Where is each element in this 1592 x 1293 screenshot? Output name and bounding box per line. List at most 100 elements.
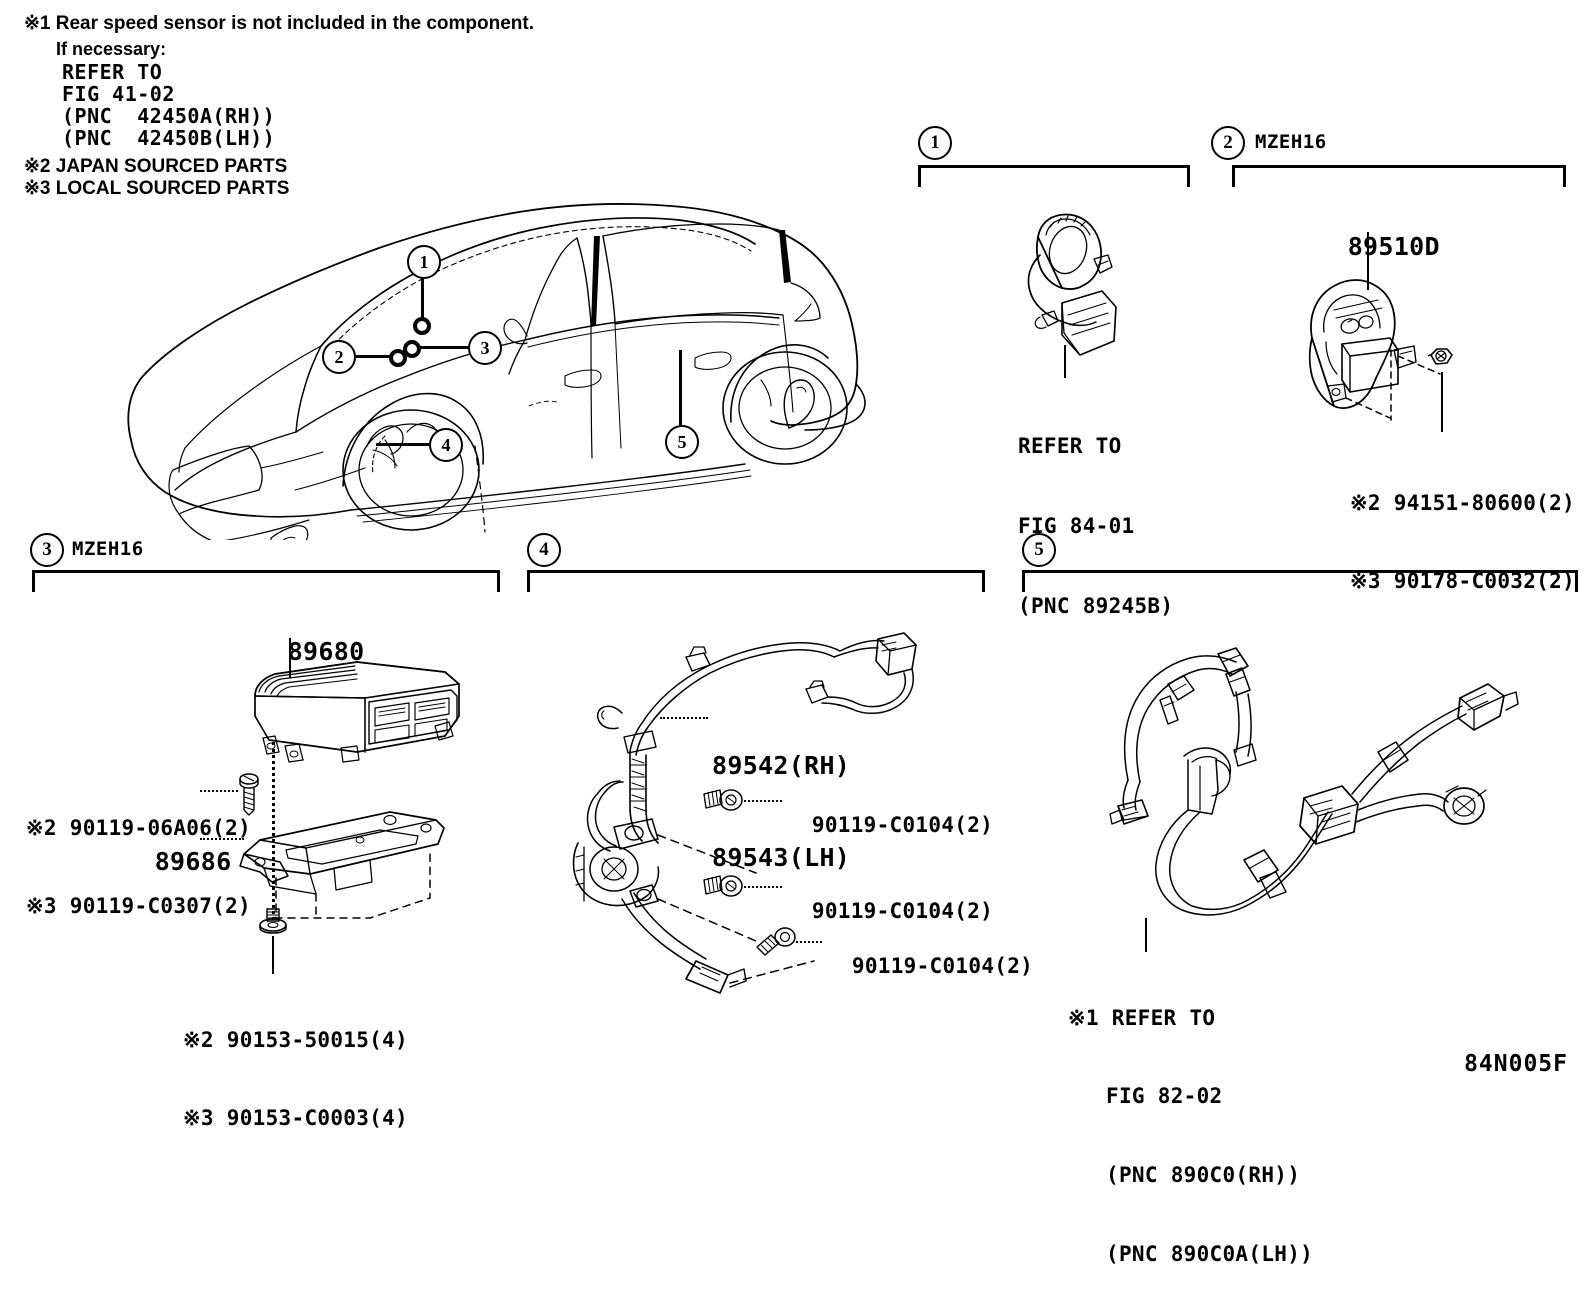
panel-1-number[interactable]: 1 <box>918 126 952 160</box>
panel-4-bolt-2-leader <box>744 886 782 888</box>
note-line: ※2 JAPAN SOURCED PARTS <box>24 156 288 177</box>
panel-4-bolt-1-number: 90119-C0104(2) <box>811 813 994 837</box>
panel-5-refer-line-4: (PNC 890C0A(LH)) <box>1106 1241 1314 1266</box>
callout-1-leader <box>421 275 424 323</box>
vehicle-callout-2[interactable]: 2 <box>322 340 356 374</box>
vehicle-callout-3[interactable]: 3 <box>468 331 502 365</box>
panel-3-bracket <box>32 570 500 592</box>
panel-1-number-label: 1 <box>930 132 940 153</box>
panel-4-sensor-label: 89542(RH) 89543(LH) <box>712 690 850 904</box>
panel-5-number-label: 5 <box>1034 539 1044 560</box>
panel-2-bolt-line-2: ※3 90178-C0032(2) <box>1350 569 1575 594</box>
note-line: If necessary: <box>56 39 167 59</box>
callout-1-node <box>413 317 431 335</box>
panel-3-nut-line-1: ※2 90153-50015(4) <box>183 1027 408 1052</box>
panel-2-bolt-label: ※2 94151-80600(2) ※3 90178-C0032(2) <box>1350 437 1575 621</box>
panel-1-bracket <box>918 165 1190 187</box>
panel-3-code: MZEH16 <box>72 538 144 560</box>
panel-2-part-number: 89510D <box>1347 232 1440 261</box>
vehicle-callout-1-label: 1 <box>419 251 429 272</box>
panel-3-screw-line-2: ※3 90119-C0307(2) <box>26 894 251 919</box>
panel-4-bolt-3 <box>755 925 801 959</box>
panel-3-nut-label: ※2 90153-50015(4) ※3 90153-C0003(4) <box>183 974 408 1158</box>
panel-5-refer-line-3: (PNC 890C0(RH)) <box>1106 1163 1301 1187</box>
panel-5-bracket <box>1022 570 1578 592</box>
panel-4-sensor-line-1: 89542(RH) <box>712 751 851 780</box>
panel-2-part-leader <box>1367 232 1369 290</box>
panel-2-number-label: 2 <box>1223 132 1233 153</box>
callout-5-leader <box>679 350 682 428</box>
panel-1-label-leader <box>1064 345 1066 378</box>
panel-2-number[interactable]: 2 <box>1211 126 1245 160</box>
panel-1-refer-line-1: REFER TO <box>1018 434 1122 459</box>
panel-3-number[interactable]: 3 <box>30 533 64 567</box>
figure-code: 84N005F <box>1464 1051 1568 1077</box>
panel-3-ecu-artwork <box>245 660 470 780</box>
panel-1-refer-line-3: (PNC 89245B) <box>1018 594 1174 619</box>
panel-2-nut-leader <box>1441 372 1443 432</box>
panel-3-ecu-label: 89680 <box>257 608 364 666</box>
panel-1-artwork <box>1010 195 1140 375</box>
panel-3-screw-label: ※2 90119-06A06(2) ※3 90119-C0307(2) <box>26 762 251 946</box>
callout-2-node <box>389 349 407 367</box>
note-line: ※1 Rear speed sensor is not included in … <box>24 13 535 34</box>
panel-3-bracket-leader <box>200 838 244 840</box>
note-line: (PNC 42450A(RH)) <box>62 104 276 128</box>
vehicle-callout-2-label: 2 <box>334 346 344 367</box>
panel-4-bolt-1-label: 90119-C0104(2) <box>786 789 993 837</box>
note-line: REFER TO <box>62 60 163 84</box>
panel-3-bracket-artwork <box>230 790 460 920</box>
panel-2-nut <box>1425 345 1455 373</box>
panel-3-nut <box>255 905 291 941</box>
panel-5-refer-line-1: ※1 REFER TO <box>1068 1005 1216 1030</box>
panel-3-screw-line-1: ※2 90119-06A06(2) <box>26 815 251 840</box>
panel-4-bolt-2 <box>702 872 748 902</box>
panel-4-bolt-1 <box>702 786 748 816</box>
panel-5-refer-leader <box>1145 918 1147 952</box>
panel-3-axis-dots <box>272 742 275 920</box>
panel-3-bracket-number: 89686 <box>154 847 232 876</box>
panel-4-number[interactable]: 4 <box>527 533 561 567</box>
note-line: ※3 LOCAL SOURCED PARTS <box>24 178 290 199</box>
panel-4-bolt-3-label: 90119-C0104(2) <box>826 930 1033 978</box>
callout-2-leader <box>352 355 394 358</box>
vehicle-callout-5-label: 5 <box>677 431 687 452</box>
panel-3-nut-line-2: ※3 90153-C0003(4) <box>183 1106 408 1131</box>
panel-5-refer-line-2: FIG 82-02 <box>1106 1084 1223 1109</box>
panel-2-part-label: 89510D <box>1317 203 1440 261</box>
panel-4-bolt-3-leader <box>796 941 822 943</box>
note-line: FIG 41-02 <box>62 82 175 106</box>
vehicle-callout-3-label: 3 <box>480 337 490 358</box>
vehicle-callout-4[interactable]: 4 <box>429 428 463 462</box>
panel-3-ecu-leader <box>289 638 291 678</box>
panel-3-screw <box>236 772 262 820</box>
panel-5-number[interactable]: 5 <box>1022 533 1056 567</box>
panel-2-bolt-line-1: ※2 94151-80600(2) <box>1350 490 1575 515</box>
callout-3-leader <box>412 346 470 349</box>
panel-1-refer-label: REFER TO FIG 84-01 (PNC 89245B) <box>1018 380 1173 647</box>
panel-2-bracket <box>1232 165 1566 187</box>
callout-3-node <box>403 340 421 358</box>
notes-block: ※1 Rear speed sensor is not included in … <box>24 14 544 198</box>
panel-3-ecu-number: 89680 <box>287 637 365 666</box>
vehicle-callout-5[interactable]: 5 <box>665 425 699 459</box>
panel-3-screw-leader <box>200 790 238 792</box>
panel-5-refer-label: ※1 REFER TO FIG 82-02 (PNC 890C0(RH)) (P… <box>1068 952 1313 1293</box>
vehicle-callout-4-label: 4 <box>441 434 451 455</box>
panel-4-bolt-3-number: 90119-C0104(2) <box>851 954 1034 978</box>
panel-4-bracket <box>527 570 985 592</box>
panel-4-sensor-line-2: 89543(LH) <box>712 842 851 872</box>
vehicle-callout-1[interactable]: 1 <box>407 245 441 279</box>
panel-4-bolt-2-label: 90119-C0104(2) <box>786 875 993 923</box>
vehicle-illustration <box>95 140 895 540</box>
panel-5-artwork <box>1060 610 1560 940</box>
panel-4-bolt-2-number: 90119-C0104(2) <box>811 899 994 923</box>
panel-3-bracket-label: 89686 <box>124 818 231 876</box>
note-line: (PNC 42450B(LH)) <box>62 126 276 150</box>
panel-2-code: MZEH16 <box>1255 131 1327 153</box>
panel-4-artwork <box>560 595 960 995</box>
panel-4-bolt-1-leader <box>744 800 782 802</box>
callout-4-leader <box>376 443 431 446</box>
panel-3-nut-leader <box>272 936 274 974</box>
panel-3-number-label: 3 <box>42 539 52 560</box>
